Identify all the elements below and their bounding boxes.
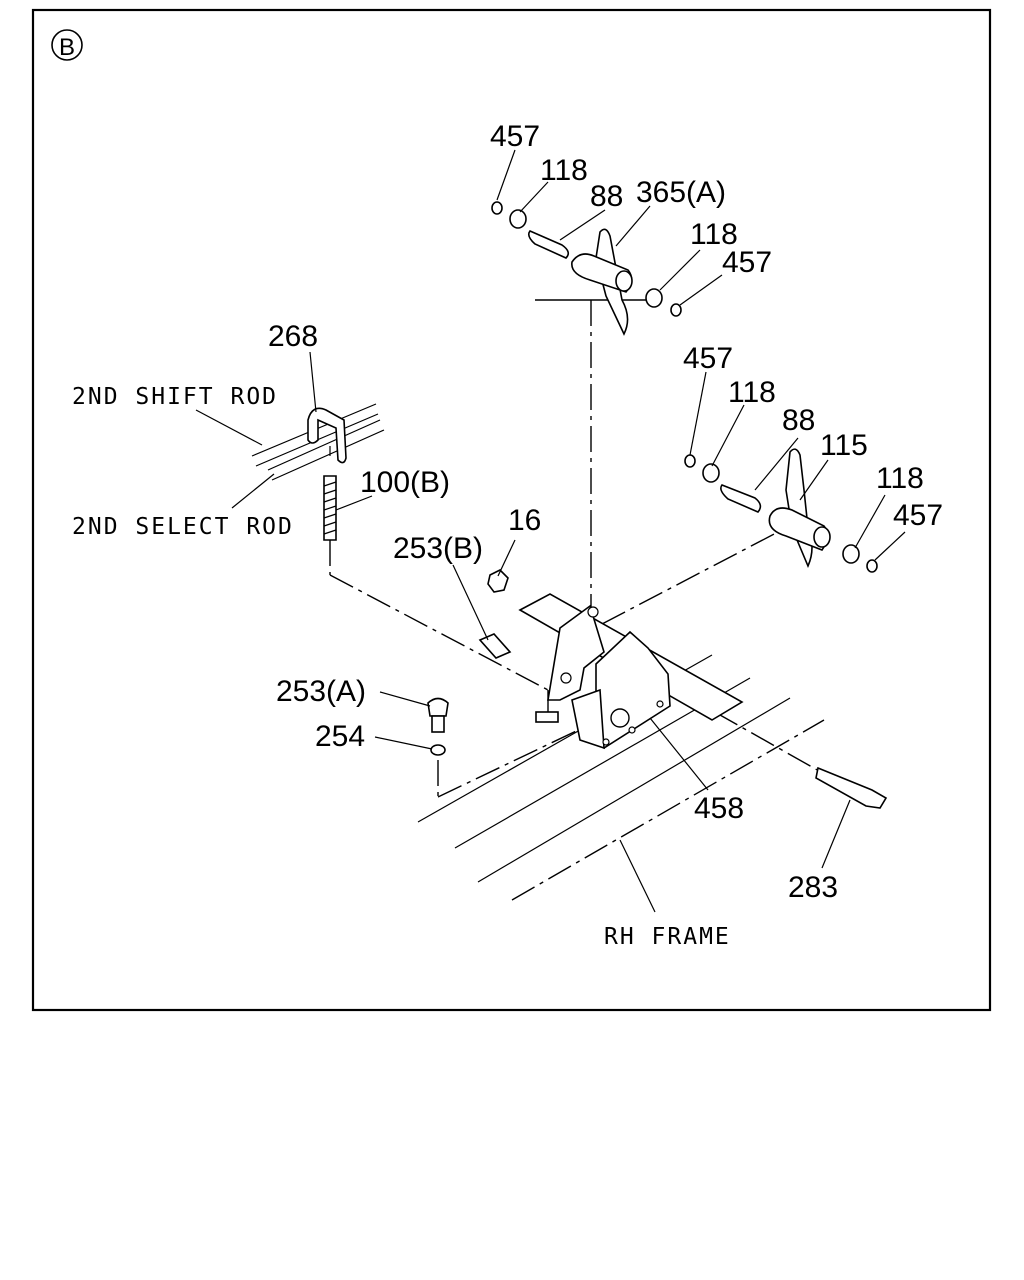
label-2nd-shift-rod: 2ND SHIFT ROD	[72, 384, 278, 410]
callout-457: 457	[683, 342, 733, 375]
bushing-118-right	[645, 288, 663, 308]
callout-268: 268	[268, 320, 318, 353]
bolt-283	[815, 766, 888, 809]
leader-lines	[195, 149, 906, 869]
callout-457: 457	[893, 499, 943, 532]
clevis-268	[307, 407, 347, 464]
part-labels: 2ND SHIFT ROD 2ND SELECT ROD RH FRAME	[72, 384, 731, 950]
callout-283: 283	[788, 871, 838, 904]
callout-118: 118	[540, 154, 588, 187]
svg-text:B: B	[59, 34, 75, 61]
diagram-frame	[31, 8, 992, 1012]
callout-253b: 253(B)	[393, 532, 483, 565]
lever-365a	[491, 201, 682, 336]
collar-88	[528, 230, 570, 259]
callout-100b: 100(B)	[360, 466, 450, 499]
callout-458: 458	[694, 792, 744, 825]
callout-88: 88	[590, 180, 623, 213]
callout-numbers: 457 118 88 365(A) 118 457 457 118 88 115…	[268, 120, 943, 904]
bracket-458	[518, 593, 744, 750]
callout-365a: 365(A)	[636, 176, 726, 209]
snap-ring-457-right	[670, 303, 682, 317]
snap-ring-457	[491, 201, 503, 215]
callout-457: 457	[490, 120, 540, 153]
callout-118: 118	[690, 218, 738, 251]
fasteners	[427, 569, 888, 809]
callout-16: 16	[508, 504, 541, 537]
callout-118: 118	[876, 462, 924, 495]
bolt-253b	[478, 633, 512, 659]
label-2nd-select-rod: 2ND SELECT ROD	[72, 514, 294, 540]
callout-457: 457	[722, 246, 772, 279]
callout-118: 118	[728, 376, 776, 409]
bushing-118	[509, 209, 527, 229]
shift-rods	[251, 403, 385, 541]
label-rh-frame: RH FRAME	[604, 924, 731, 950]
nut-16	[487, 569, 509, 593]
callout-115: 115	[820, 429, 868, 462]
washer-254	[430, 744, 446, 756]
callout-253a: 253(A)	[276, 675, 366, 708]
lever-115	[684, 448, 878, 573]
callout-254: 254	[315, 720, 365, 753]
bolt-253a	[427, 697, 449, 717]
view-marker: B	[51, 29, 83, 61]
callout-88: 88	[782, 404, 815, 437]
